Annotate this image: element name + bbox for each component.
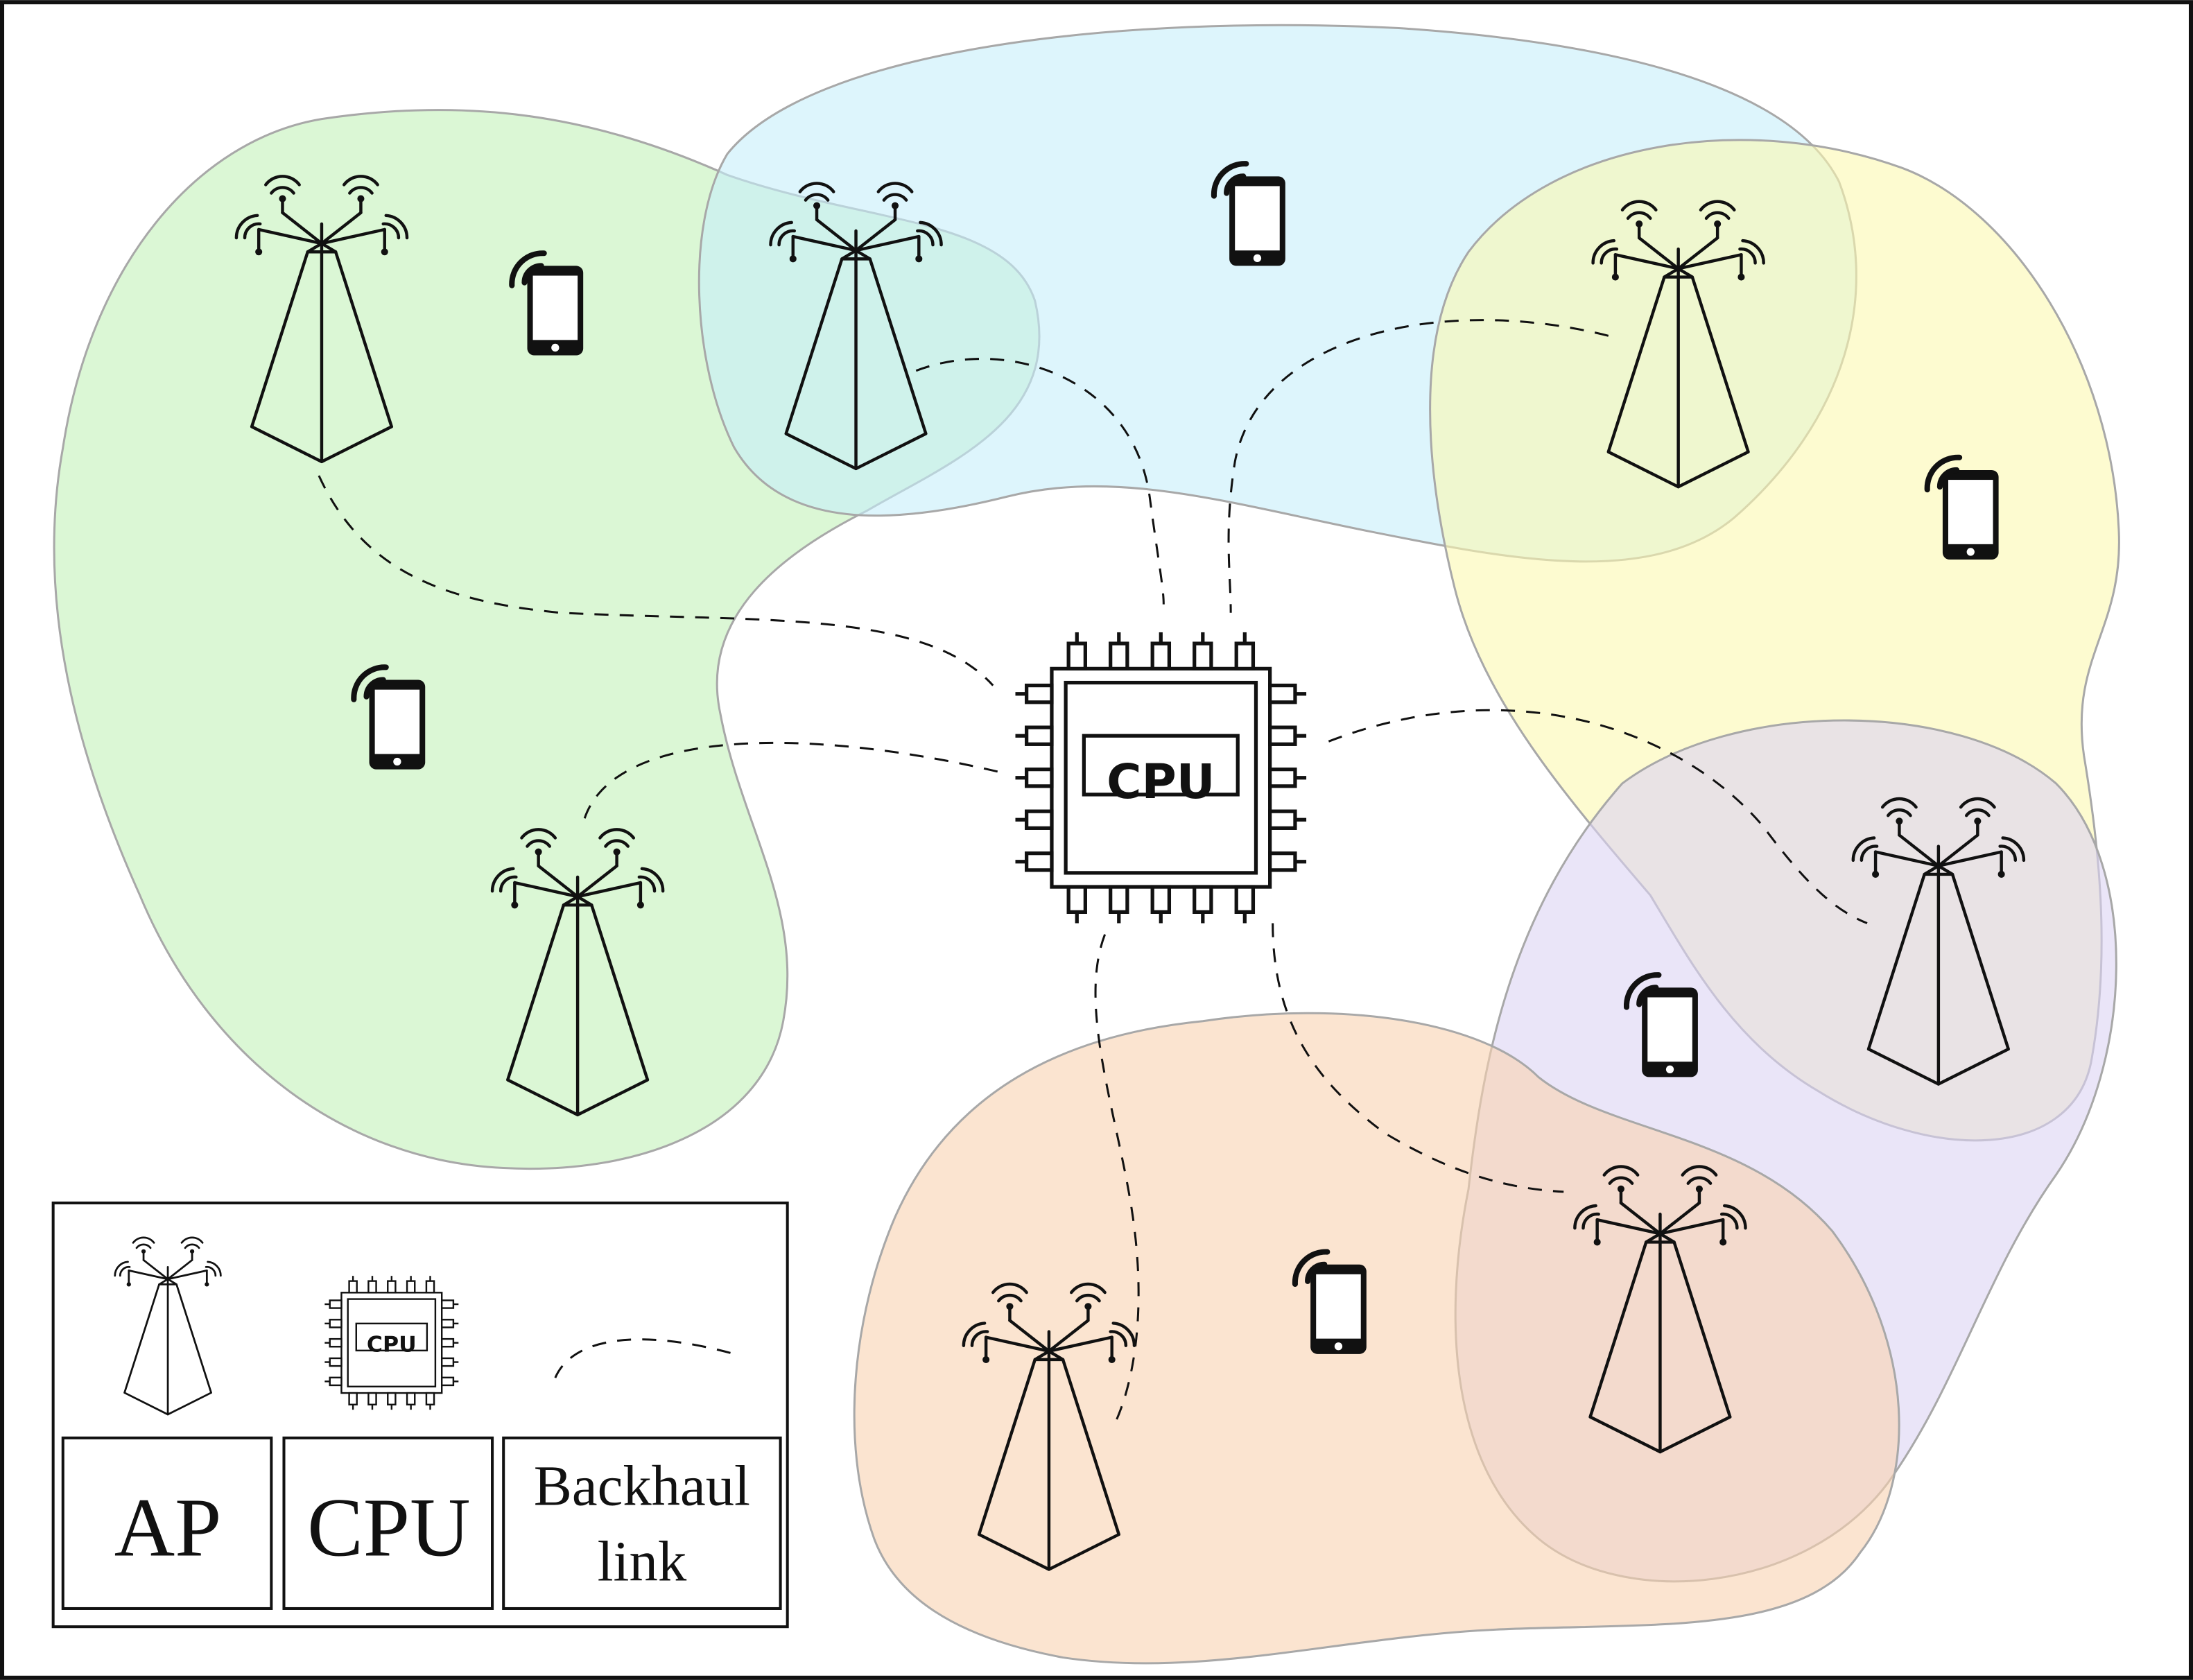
backhaul-links (318, 319, 1868, 1425)
legend-cpu-chip-label: CPU (367, 1332, 417, 1357)
legend-ap-cell (61, 1436, 273, 1610)
backhaul-link (1328, 709, 1868, 924)
backhaul-link (583, 741, 1000, 819)
backhaul-link (915, 358, 1165, 605)
backhaul-link (1272, 923, 1564, 1193)
legend-backhaul-label-line1: Backhaul (534, 1454, 750, 1518)
legend-cpu-label: CPU (307, 1481, 470, 1574)
legend-backhaul-icon (554, 1338, 735, 1378)
legend: CPU AP CPU Backhaul link (51, 1201, 789, 1629)
legend-backhaul-cell (502, 1436, 782, 1610)
backhaul-link (318, 475, 994, 686)
legend-cpu: CPU (324, 1276, 458, 1410)
coverage-clusters (53, 24, 2120, 1665)
legend-cpu-cell (282, 1436, 494, 1610)
central-cpu: CPU (1016, 632, 1307, 924)
backhaul-link (1227, 319, 1609, 613)
legend-backhaul-label-line2: link (598, 1530, 687, 1593)
backhaul-link (1094, 934, 1140, 1425)
cpu-chip-label: CPU (1107, 754, 1215, 810)
legend-ap-label: AP (114, 1481, 222, 1574)
